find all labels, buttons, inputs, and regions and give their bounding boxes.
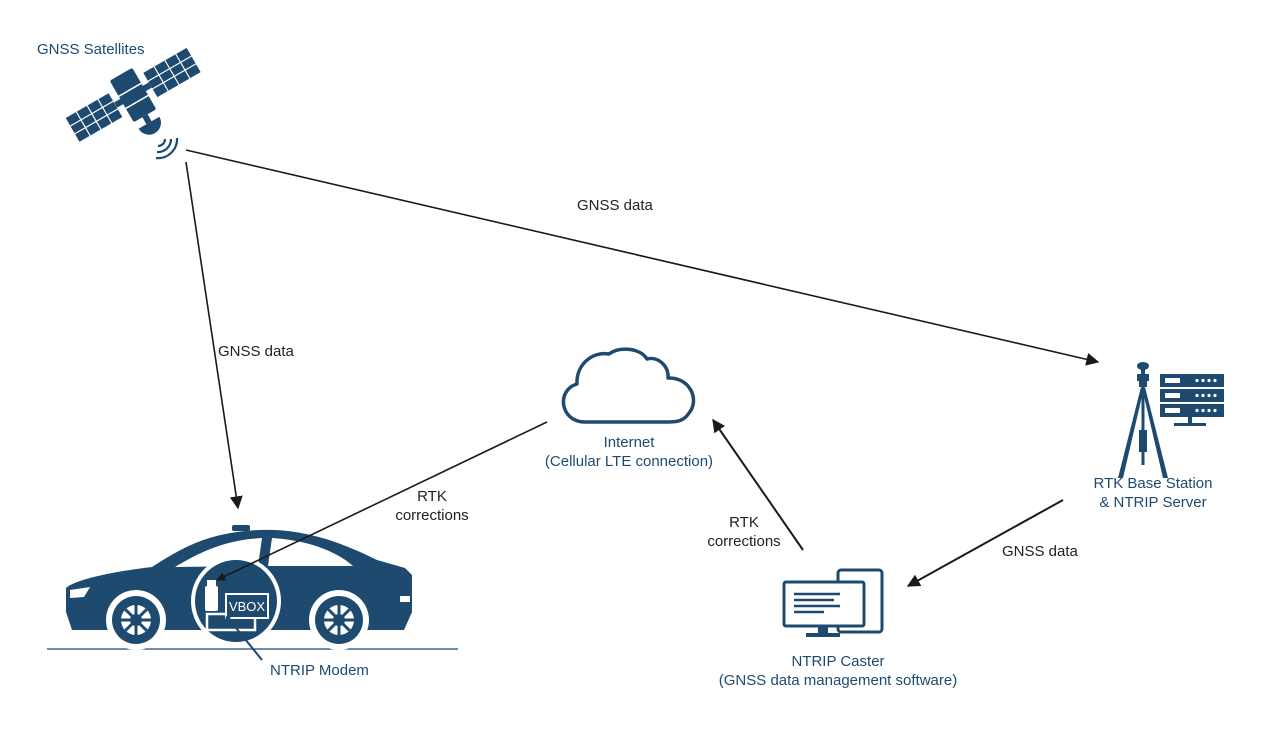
internet-label-line2: (Cellular LTE connection) (544, 453, 714, 470)
base-station-label: RTK Base Station & NTRIP Server (1077, 474, 1229, 512)
front-wheel (106, 590, 166, 650)
vbox-inset: VBOX (191, 556, 281, 646)
car-icon: VBOX (47, 525, 458, 661)
satellite-label: GNSS Satellites (37, 41, 145, 58)
internet-label: Internet (Cellular LTE connection) (528, 433, 730, 471)
satellite-icon (65, 47, 201, 143)
arrow-caster-to-internet (712, 418, 804, 551)
modem-pointer-line (227, 617, 263, 661)
signal-waves-icon (155, 137, 179, 160)
caster-label-line1: NTRIP Caster (791, 653, 885, 670)
vbox-label: VBOX (229, 599, 265, 614)
computer-icon (782, 568, 884, 637)
ntrip-modem-label: NTRIP Modem (270, 662, 369, 679)
caster-label: NTRIP Caster (GNSS data management softw… (697, 652, 979, 690)
edge-label-base-to-caster: GNSS data (1002, 543, 1078, 560)
rear-wheel (309, 590, 369, 650)
edge-label-internet-to-car-line1: RTK (417, 488, 447, 505)
arrow-satellite-to-base (185, 149, 1100, 366)
edge-label-satellite-to-base: GNSS data (577, 197, 653, 214)
edge-label-caster-to-internet: RTK corrections (698, 513, 790, 551)
base-station-label-line1: RTK Base Station (1093, 475, 1213, 492)
arrow-satellite-to-car (185, 161, 243, 510)
caster-label-line2: (GNSS data management software) (718, 672, 958, 689)
arrow-internet-to-car (216, 421, 548, 581)
edge-label-internet-to-car-line2: corrections (395, 507, 469, 524)
edge-label-satellite-to-car: GNSS data (218, 343, 294, 360)
edge-label-caster-to-internet-line2: corrections (707, 533, 781, 550)
base-station-server-icon (1118, 362, 1224, 478)
internet-label-line1: Internet (603, 434, 655, 451)
arrow-base-to-caster (906, 499, 1064, 587)
cloud-icon (561, 347, 696, 424)
edge-label-internet-to-car: RTK corrections (386, 487, 478, 525)
base-station-label-line2: & NTRIP Server (1099, 494, 1207, 511)
edge-label-caster-to-internet-line1: RTK (729, 514, 759, 531)
